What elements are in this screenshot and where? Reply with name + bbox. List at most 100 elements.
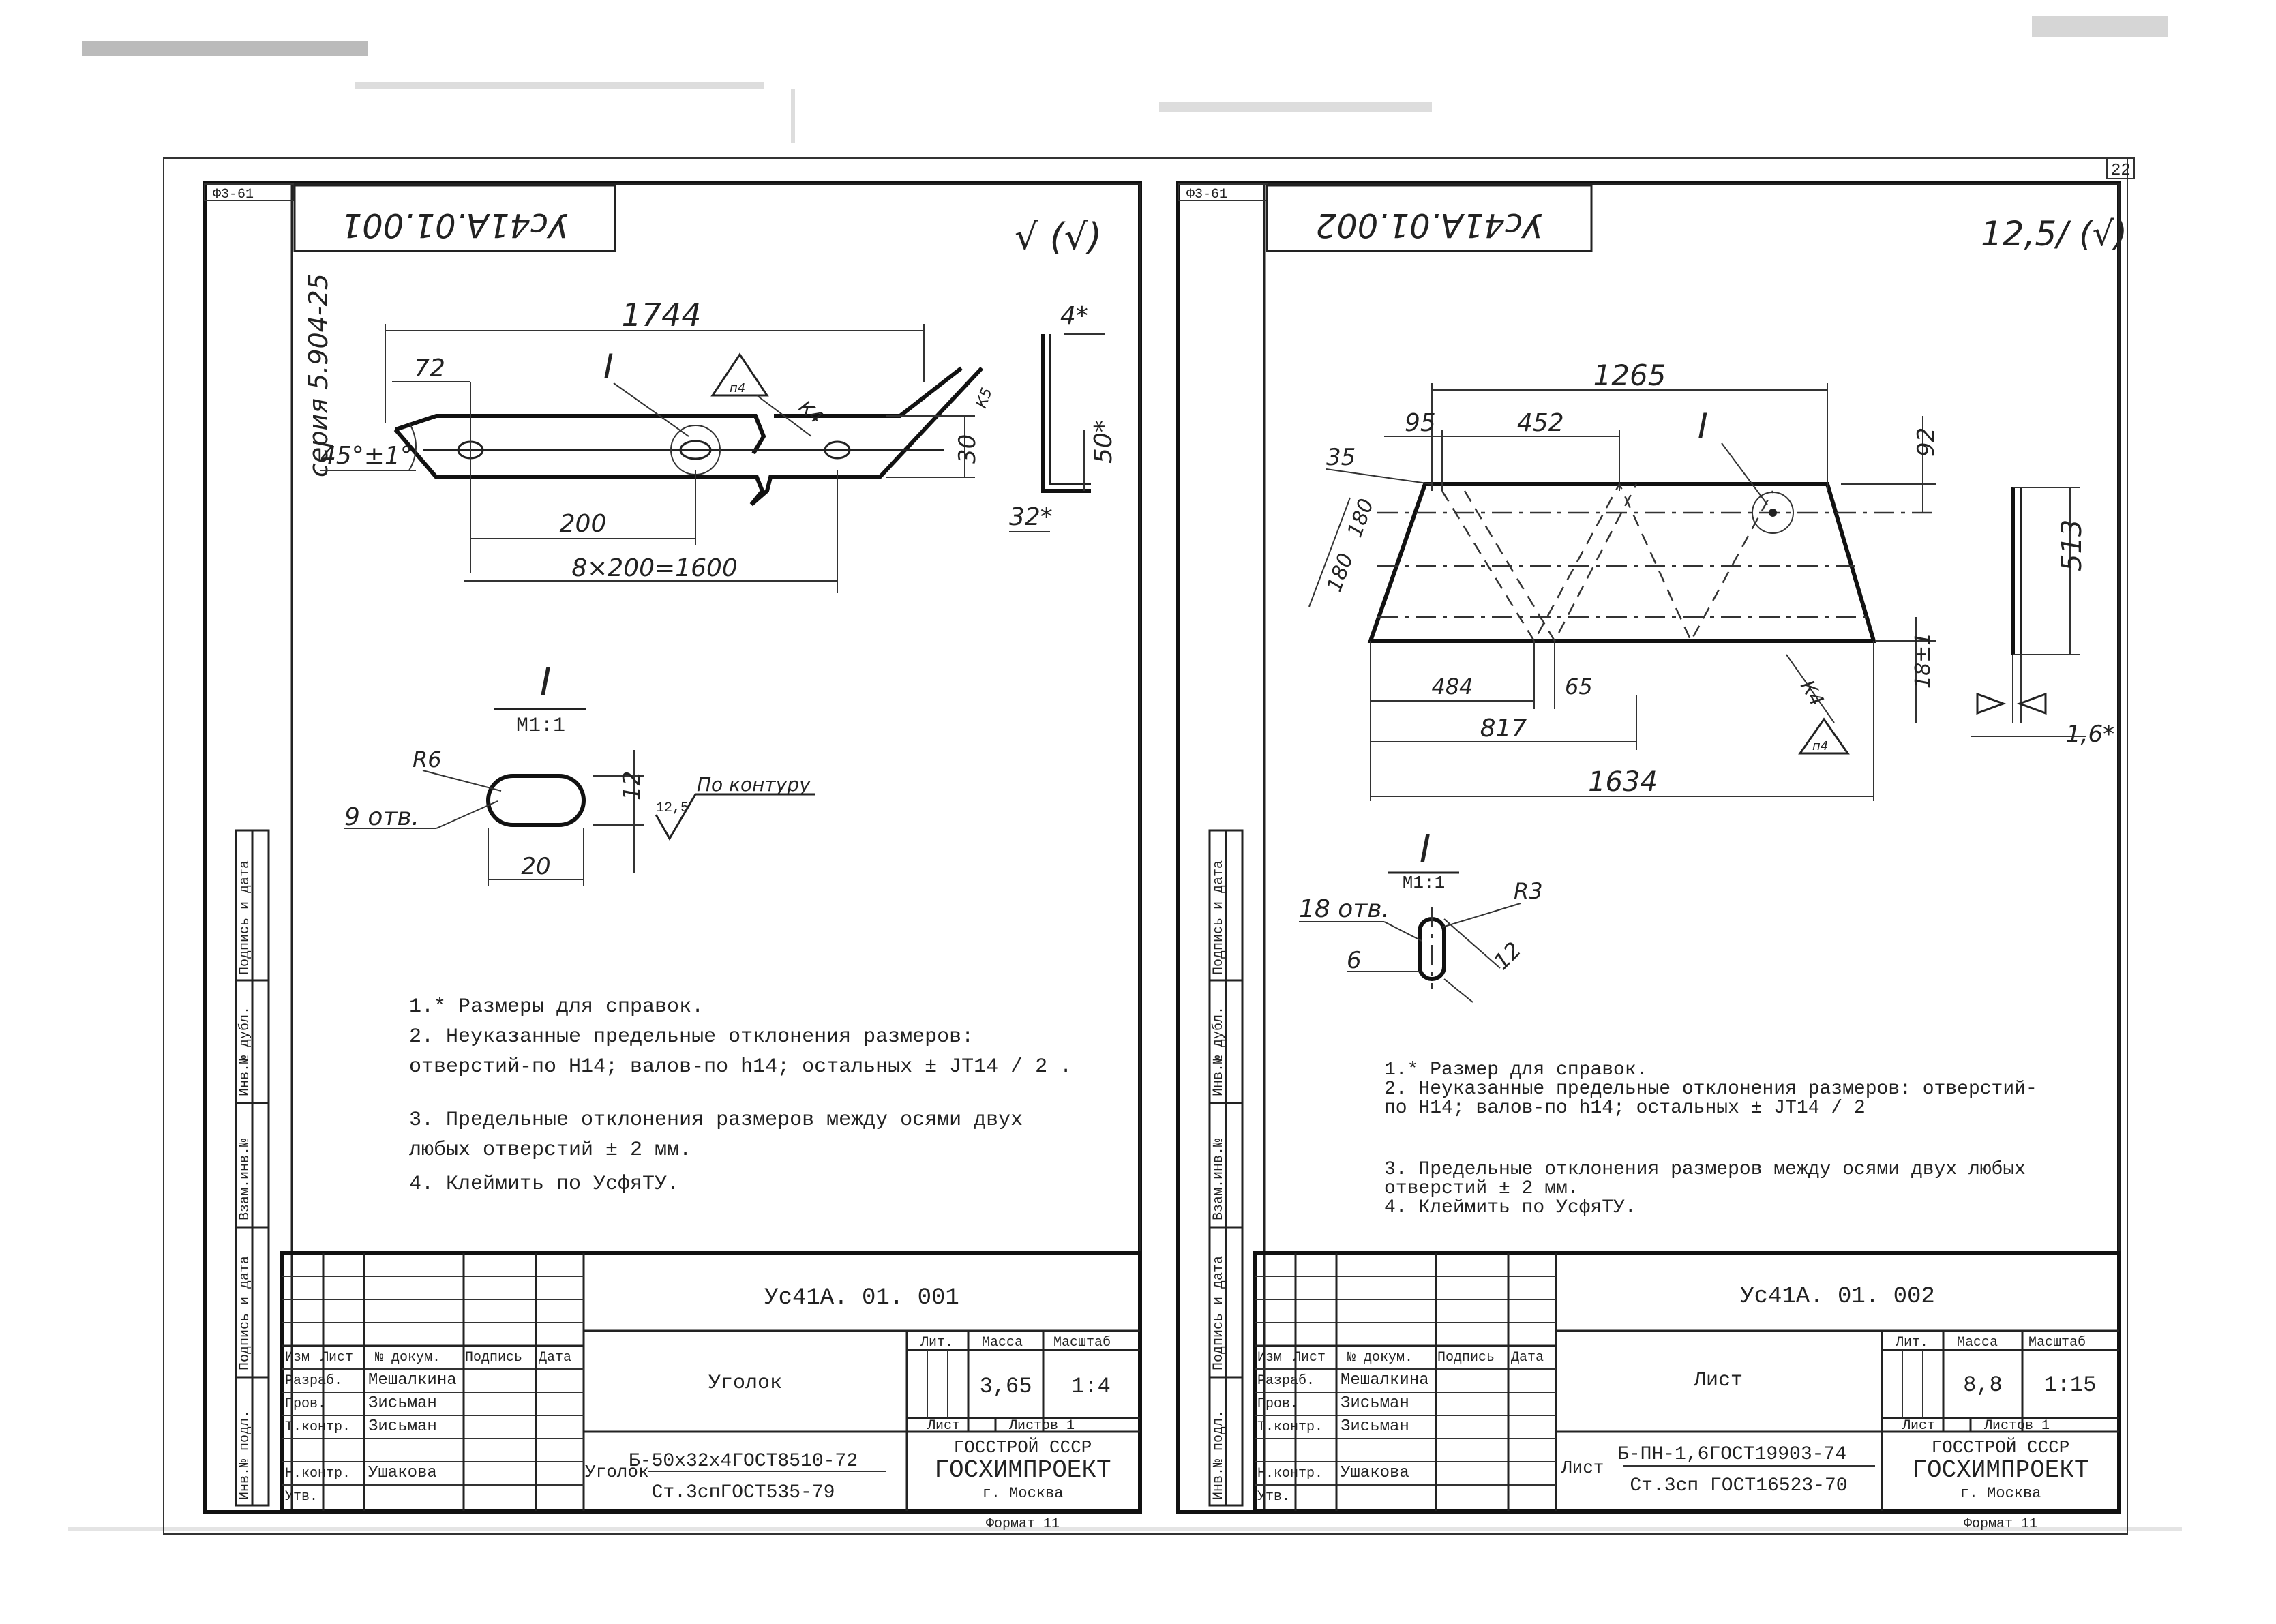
svg-text:Масса: Масса <box>982 1335 1023 1351</box>
svg-text:Разраб.: Разраб. <box>285 1373 342 1389</box>
svg-text:I: I <box>1698 406 1708 446</box>
svg-text:Т.контр.: Т.контр. <box>1257 1419 1323 1435</box>
svg-text:Утв.: Утв. <box>1257 1489 1290 1505</box>
svg-text:Лит.: Лит. <box>920 1335 953 1351</box>
svg-text:9 отв.: 9 отв. <box>344 803 419 831</box>
svg-text:72: 72 <box>414 355 445 382</box>
svg-text:I: I <box>540 661 552 705</box>
svg-text:452: 452 <box>1517 409 1564 437</box>
svg-text:50*: 50* <box>1090 420 1118 464</box>
svg-text:Лист: Лист <box>320 1350 353 1366</box>
svg-text:Формат 11: Формат 11 <box>986 1516 1060 1532</box>
svg-text:Лист: Лист <box>1902 1418 1935 1434</box>
svg-text:любых отверстий ± 2 мм.: любых отверстий ± 2 мм. <box>409 1139 691 1162</box>
svg-text:Ушакова: Ушакова <box>1341 1464 1409 1482</box>
svg-text:Лит.: Лит. <box>1895 1335 1928 1351</box>
svg-text:45°±1°: 45°±1° <box>320 442 413 470</box>
svg-text:Б-50х32х4ГОСТ8510-72: Б-50х32х4ГОСТ8510-72 <box>629 1451 858 1472</box>
svg-text:Пров.: Пров. <box>285 1396 326 1412</box>
scan-noise <box>68 16 2182 1531</box>
right-roughness: 12,5/ (√) <box>1981 214 2127 254</box>
svg-text:Ушакова: Ушакова <box>368 1464 437 1482</box>
svg-text:п4: п4 <box>730 381 745 395</box>
page-border <box>163 157 2128 1535</box>
svg-text:3. Предельные отклонения разме: 3. Предельные отклонения размеров между … <box>1384 1159 2026 1180</box>
svg-text:К5: К5 <box>973 386 996 410</box>
svg-text:484: 484 <box>1431 674 1473 700</box>
svg-text:Подпись: Подпись <box>465 1350 522 1366</box>
svg-text:6: 6 <box>1347 947 1362 974</box>
svg-text:2. Неуказанные предельные откл: 2. Неуказанные предельные отклонения раз… <box>1384 1079 2037 1100</box>
right-stamp: Ус41А.01.002 <box>1316 206 1543 244</box>
svg-text:12: 12 <box>618 771 646 800</box>
svg-text:Подпись: Подпись <box>1437 1350 1495 1366</box>
svg-text:30: 30 <box>954 434 981 464</box>
right-sheet: Ф3-61 22 Ус41А.01.002 12,5/ (√) Подпись … <box>1176 157 2135 1532</box>
left-stamp: Ус41А.01.001 <box>342 206 569 244</box>
left-detail-view: I М1:1 R6 9 отв. 20 12 12,5 По контуру <box>344 661 815 886</box>
svg-text:Дата: Дата <box>1511 1350 1544 1366</box>
svg-text:2. Неуказанные предельные откл: 2. Неуказанные предельные отклонения раз… <box>409 1025 974 1049</box>
right-part-name: Лист <box>1693 1369 1743 1392</box>
svg-text:4. Клеймить по УсфяТУ.: 4. Клеймить по УсфяТУ. <box>409 1173 679 1196</box>
svg-text:№ докум.: № докум. <box>1347 1350 1413 1366</box>
svg-text:I: I <box>603 347 614 387</box>
right-notes: 1.* Размер для справок. 2. Неуказанные п… <box>1384 1059 2037 1218</box>
svg-text:R6: R6 <box>413 747 442 772</box>
svg-text:Лист: Лист <box>927 1418 960 1434</box>
svg-text:Лист: Лист <box>1561 1458 1604 1478</box>
svg-text:Формат 11: Формат 11 <box>1964 1516 2037 1532</box>
svg-text:Зисьман: Зисьман <box>1341 1417 1409 1436</box>
svg-text:№ докум.: № докум. <box>375 1350 440 1366</box>
svg-text:К4: К4 <box>795 397 826 427</box>
svg-text:200: 200 <box>560 510 607 538</box>
series-label: серия 5.904-25 <box>303 273 333 477</box>
svg-text:Ст.3сп ГОСТ16523-70: Ст.3сп ГОСТ16523-70 <box>1630 1475 1847 1497</box>
svg-text:32*: 32* <box>1009 503 1053 531</box>
svg-text:1634: 1634 <box>1588 766 1658 798</box>
svg-text:Взам.инв.№: Взам.инв.№ <box>237 1139 253 1220</box>
svg-text:Ст.3спГОСТ535-79: Ст.3спГОСТ535-79 <box>652 1482 835 1503</box>
svg-text:18±1: 18±1 <box>1911 633 1935 689</box>
right-scale: 1:15 <box>2044 1372 2097 1398</box>
svg-text:Дата: Дата <box>539 1350 571 1366</box>
svg-text:4. Клеймить по УсфяТУ.: 4. Клеймить по УсфяТУ. <box>1384 1197 1636 1218</box>
right-mass: 8,8 <box>1963 1372 2003 1398</box>
left-mass: 3,65 <box>980 1374 1032 1399</box>
svg-text:ГОССТРОЙ СССР: ГОССТРОЙ СССР <box>1932 1437 2070 1458</box>
svg-text:Масштаб: Масштаб <box>2028 1335 2086 1351</box>
svg-text:92: 92 <box>1913 427 1940 457</box>
svg-text:г. Москва: г. Москва <box>1960 1485 2041 1502</box>
svg-text:Уголок: Уголок <box>585 1462 649 1482</box>
svg-text:Утв.: Утв. <box>285 1489 318 1505</box>
svg-text:Изм: Изм <box>1257 1350 1282 1366</box>
left-part-name: Уголок <box>708 1372 782 1395</box>
svg-text:Инв.№ дубл.: Инв.№ дубл. <box>1211 1006 1227 1096</box>
svg-text:20: 20 <box>521 853 550 880</box>
right-detail-view: I М1:1 18 отв. R3 6 12 <box>1299 828 1543 1003</box>
svg-text:ГОСХИМПРОЕКТ: ГОСХИМПРОЕКТ <box>1912 1456 2088 1484</box>
page-number: 22 <box>2111 162 2131 180</box>
right-side-view: 513 1,6* <box>1971 487 2114 748</box>
left-main-view: 1744 72 I п4 К4 К5 45°±1° 200 8×2 <box>320 297 996 593</box>
svg-text:3. Предельные отклонения разме: 3. Предельные отклонения размеров между … <box>409 1109 1023 1132</box>
svg-text:Изм: Изм <box>285 1350 310 1366</box>
svg-text:1.* Размер для справок.: 1.* Размер для справок. <box>1384 1059 1647 1081</box>
svg-text:Лист: Лист <box>1292 1350 1326 1366</box>
svg-text:65: 65 <box>1565 674 1593 700</box>
svg-text:отверстий-по H14; валов-по h14: отверстий-по H14; валов-по h14; остальны… <box>409 1055 1072 1079</box>
svg-text:35: 35 <box>1326 444 1356 471</box>
svg-text:Мешалкина: Мешалкина <box>368 1371 457 1389</box>
right-side-strip: Подпись и дата Инв.№ дубл. Взам.инв.№ По… <box>1208 829 1244 1507</box>
svg-text:Листов 1: Листов 1 <box>1008 1418 1075 1434</box>
left-side-strip: Подпись и дата Инв.№ дубл. Взам.инв.№ По… <box>235 829 270 1507</box>
svg-text:1265: 1265 <box>1593 359 1666 392</box>
svg-text:1,6*: 1,6* <box>2066 721 2114 748</box>
svg-text:отверстий ± 2 мм.: отверстий ± 2 мм. <box>1384 1178 1579 1199</box>
svg-text:R3: R3 <box>1514 878 1543 904</box>
svg-text:1.* Размеры для справок.: 1.* Размеры для справок. <box>409 995 704 1019</box>
svg-text:Взам.инв.№: Взам.инв.№ <box>1211 1139 1227 1220</box>
left-corner-label: Ф3-61 <box>213 187 254 202</box>
svg-text:ГОСХИМПРОЕКТ: ГОСХИМПРОЕКТ <box>934 1456 1111 1484</box>
svg-text:Н.контр.: Н.контр. <box>1257 1466 1323 1482</box>
